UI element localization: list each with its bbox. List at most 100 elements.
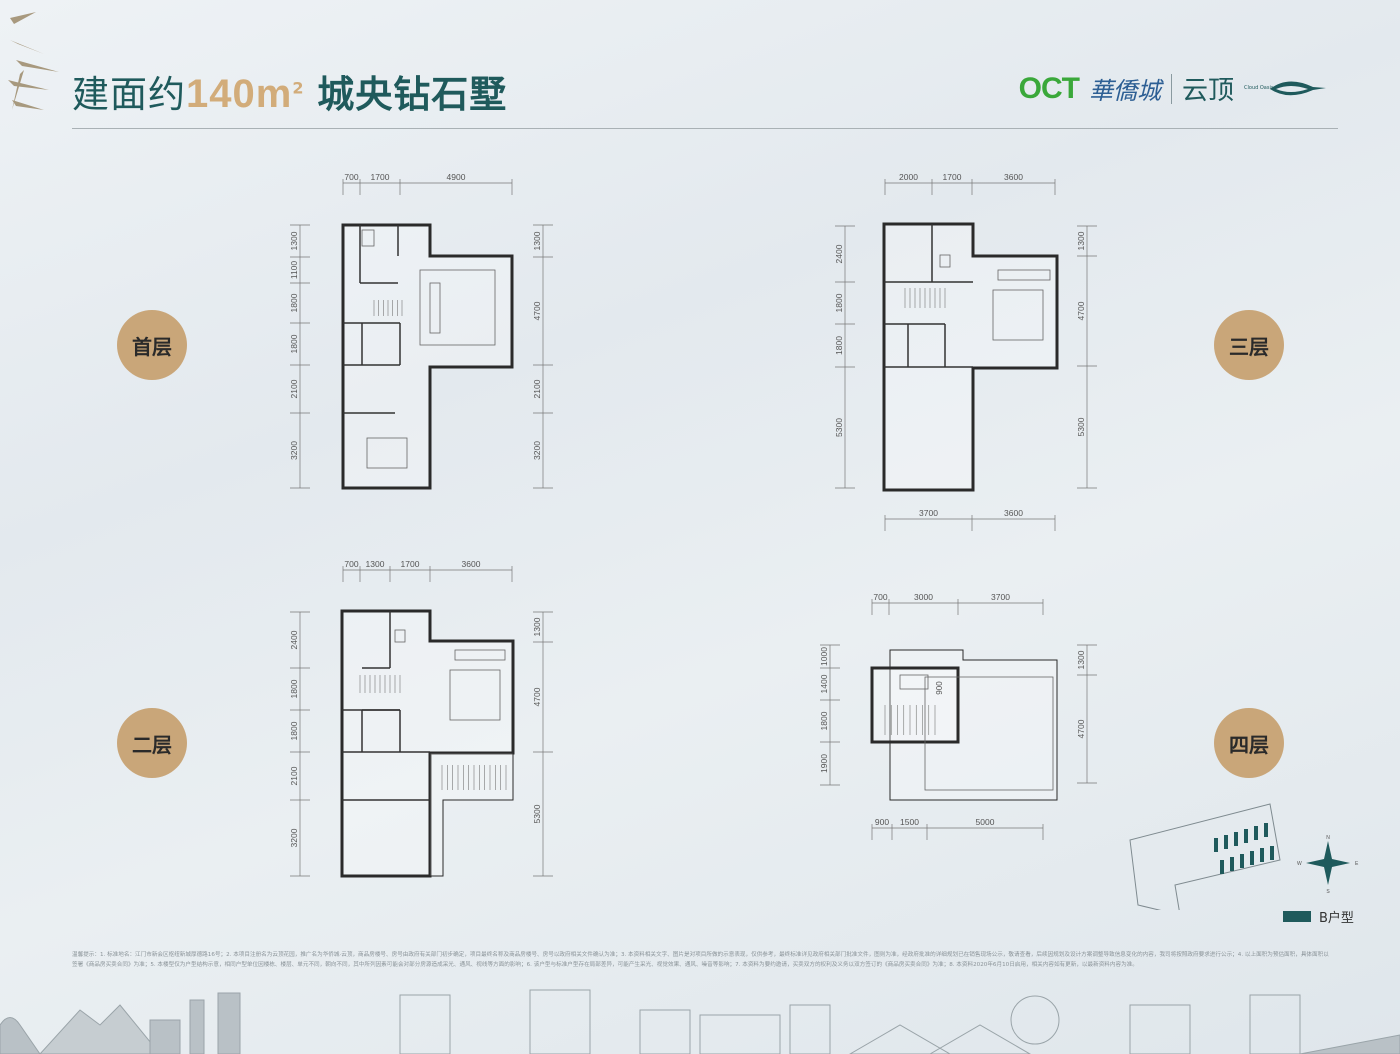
page-title: 建面约140m2 城央钻石墅 <box>72 64 507 118</box>
area-number: 140 <box>186 72 256 116</box>
leaf-logo-icon <box>1270 80 1326 95</box>
dimension-label: 1500 <box>900 817 919 827</box>
dimension-label: 1700 <box>401 559 420 569</box>
area-superscript: 2 <box>292 78 305 98</box>
site-plan: N S E W <box>1129 803 1359 910</box>
dimension-right-f2: 1300 4700 5300 <box>532 611 553 877</box>
dimension-label: 3700 <box>991 592 1010 602</box>
floor-badge-2f: 二层 <box>117 708 187 778</box>
dimension-label: 1800 <box>819 711 829 730</box>
dimension-label: 2400 <box>834 244 844 263</box>
inner-dimension-label: 900 <box>935 681 944 695</box>
floor3-outline <box>882 222 1059 492</box>
staircase <box>441 765 507 790</box>
legend-swatch <box>1283 911 1311 922</box>
dimension-label: 4700 <box>532 687 542 706</box>
dimension-label: 1300 <box>1076 231 1086 250</box>
roof-garden <box>924 676 1054 791</box>
wardrobe <box>997 269 1051 281</box>
floor2-terrace <box>429 752 514 877</box>
staircase <box>359 675 401 693</box>
dining-table <box>366 437 408 469</box>
dimension-top-f3: 700 3000 3700 <box>871 592 1044 615</box>
dimension-label: 1300 <box>289 231 299 250</box>
dimension-label: 5300 <box>532 804 542 823</box>
dimension-label: 900 <box>875 817 889 827</box>
floor4-room <box>870 666 960 744</box>
dimension-label: 1700 <box>943 172 962 182</box>
dimension-label: 4700 <box>1076 719 1086 738</box>
dimension-label: 5300 <box>1076 417 1086 436</box>
dimension-label: 3200 <box>289 441 299 460</box>
dimension-label: 1000 <box>819 647 829 666</box>
dimension-label: 1800 <box>289 721 299 740</box>
dimension-label: 2100 <box>532 379 542 398</box>
title-suffix: 城央钻石墅 <box>317 73 508 116</box>
staircase <box>373 300 403 316</box>
dimension-label: 3200 <box>289 828 299 847</box>
floor-badge-4f: 四层 <box>1214 708 1284 778</box>
dimension-label: 4900 <box>447 172 466 182</box>
floor2-outline <box>340 609 515 878</box>
disclaimer-text: 温馨提示：1. 标准地名：江门市新会区枢纽新城厚德路16号；2. 本项目注册名为… <box>72 952 1329 968</box>
bed <box>449 669 501 721</box>
skyline-decoration <box>0 989 1400 1054</box>
sofa <box>429 282 441 334</box>
project-name: 云顶 <box>1181 76 1234 106</box>
dimension-label: 700 <box>344 172 358 182</box>
staircase <box>884 705 936 735</box>
staircase <box>904 288 946 308</box>
toilet <box>939 254 951 268</box>
dimension-label: 3700 <box>919 508 938 518</box>
bamboo-decoration-icon <box>8 12 59 110</box>
floor-badge-1f: 首层 <box>117 310 187 380</box>
oct-logo: OCT <box>1018 71 1080 105</box>
brand-cn-logo: 華僑城 <box>1088 77 1161 105</box>
b-type-buildings <box>1214 823 1274 874</box>
dimension-bottom-f3: 900 1500 5000 <box>871 817 1044 840</box>
legend-label: B户型 <box>1319 911 1354 926</box>
dimension-right-f0: 1300 4700 2100 3200 <box>532 224 553 489</box>
compass-icon: N S E W <box>1297 835 1359 895</box>
wardrobe <box>454 649 506 661</box>
dimension-label: 1300 <box>532 231 542 250</box>
desk <box>899 674 929 690</box>
toilet <box>394 629 406 643</box>
dimension-label: 1800 <box>289 679 299 698</box>
dimension-top-f0: 700 1700 4900 <box>342 172 513 195</box>
compass-w: W <box>1297 861 1302 867</box>
dimension-label: 2400 <box>289 630 299 649</box>
floor1-outline <box>341 223 514 490</box>
dimension-left-f2: 2400 1800 1800 2100 3200 <box>289 611 310 877</box>
floor4-roof-terrace <box>889 649 1058 801</box>
compass-n: N <box>1326 835 1330 841</box>
compass-s: S <box>1326 889 1330 895</box>
dimension-label: 1300 <box>366 559 385 569</box>
dimension-label: 2100 <box>289 766 299 785</box>
dimension-label: 3000 <box>914 592 933 602</box>
dimension-label: 700 <box>344 559 358 569</box>
dimension-label: 1400 <box>819 674 829 693</box>
dimension-label: 700 <box>873 592 887 602</box>
dimension-label: 5300 <box>834 418 844 437</box>
dimension-label: 1800 <box>834 293 844 312</box>
floor-badge-3f: 三层 <box>1214 310 1284 380</box>
dimension-label: 3200 <box>532 441 542 460</box>
dimension-label: 1900 <box>819 754 829 773</box>
dimension-label: 4700 <box>532 301 542 320</box>
legend: B户型 <box>1283 907 1354 926</box>
title-prefix: 建面约 <box>72 73 186 116</box>
dimension-label: 5000 <box>976 817 995 827</box>
header-divider <box>72 128 1338 129</box>
dimension-label: 1700 <box>371 172 390 182</box>
dimension-label: 3600 <box>1004 172 1023 182</box>
compass-e: E <box>1355 861 1359 867</box>
logo-separator <box>1170 73 1172 104</box>
dimension-label: 1300 <box>532 617 542 636</box>
